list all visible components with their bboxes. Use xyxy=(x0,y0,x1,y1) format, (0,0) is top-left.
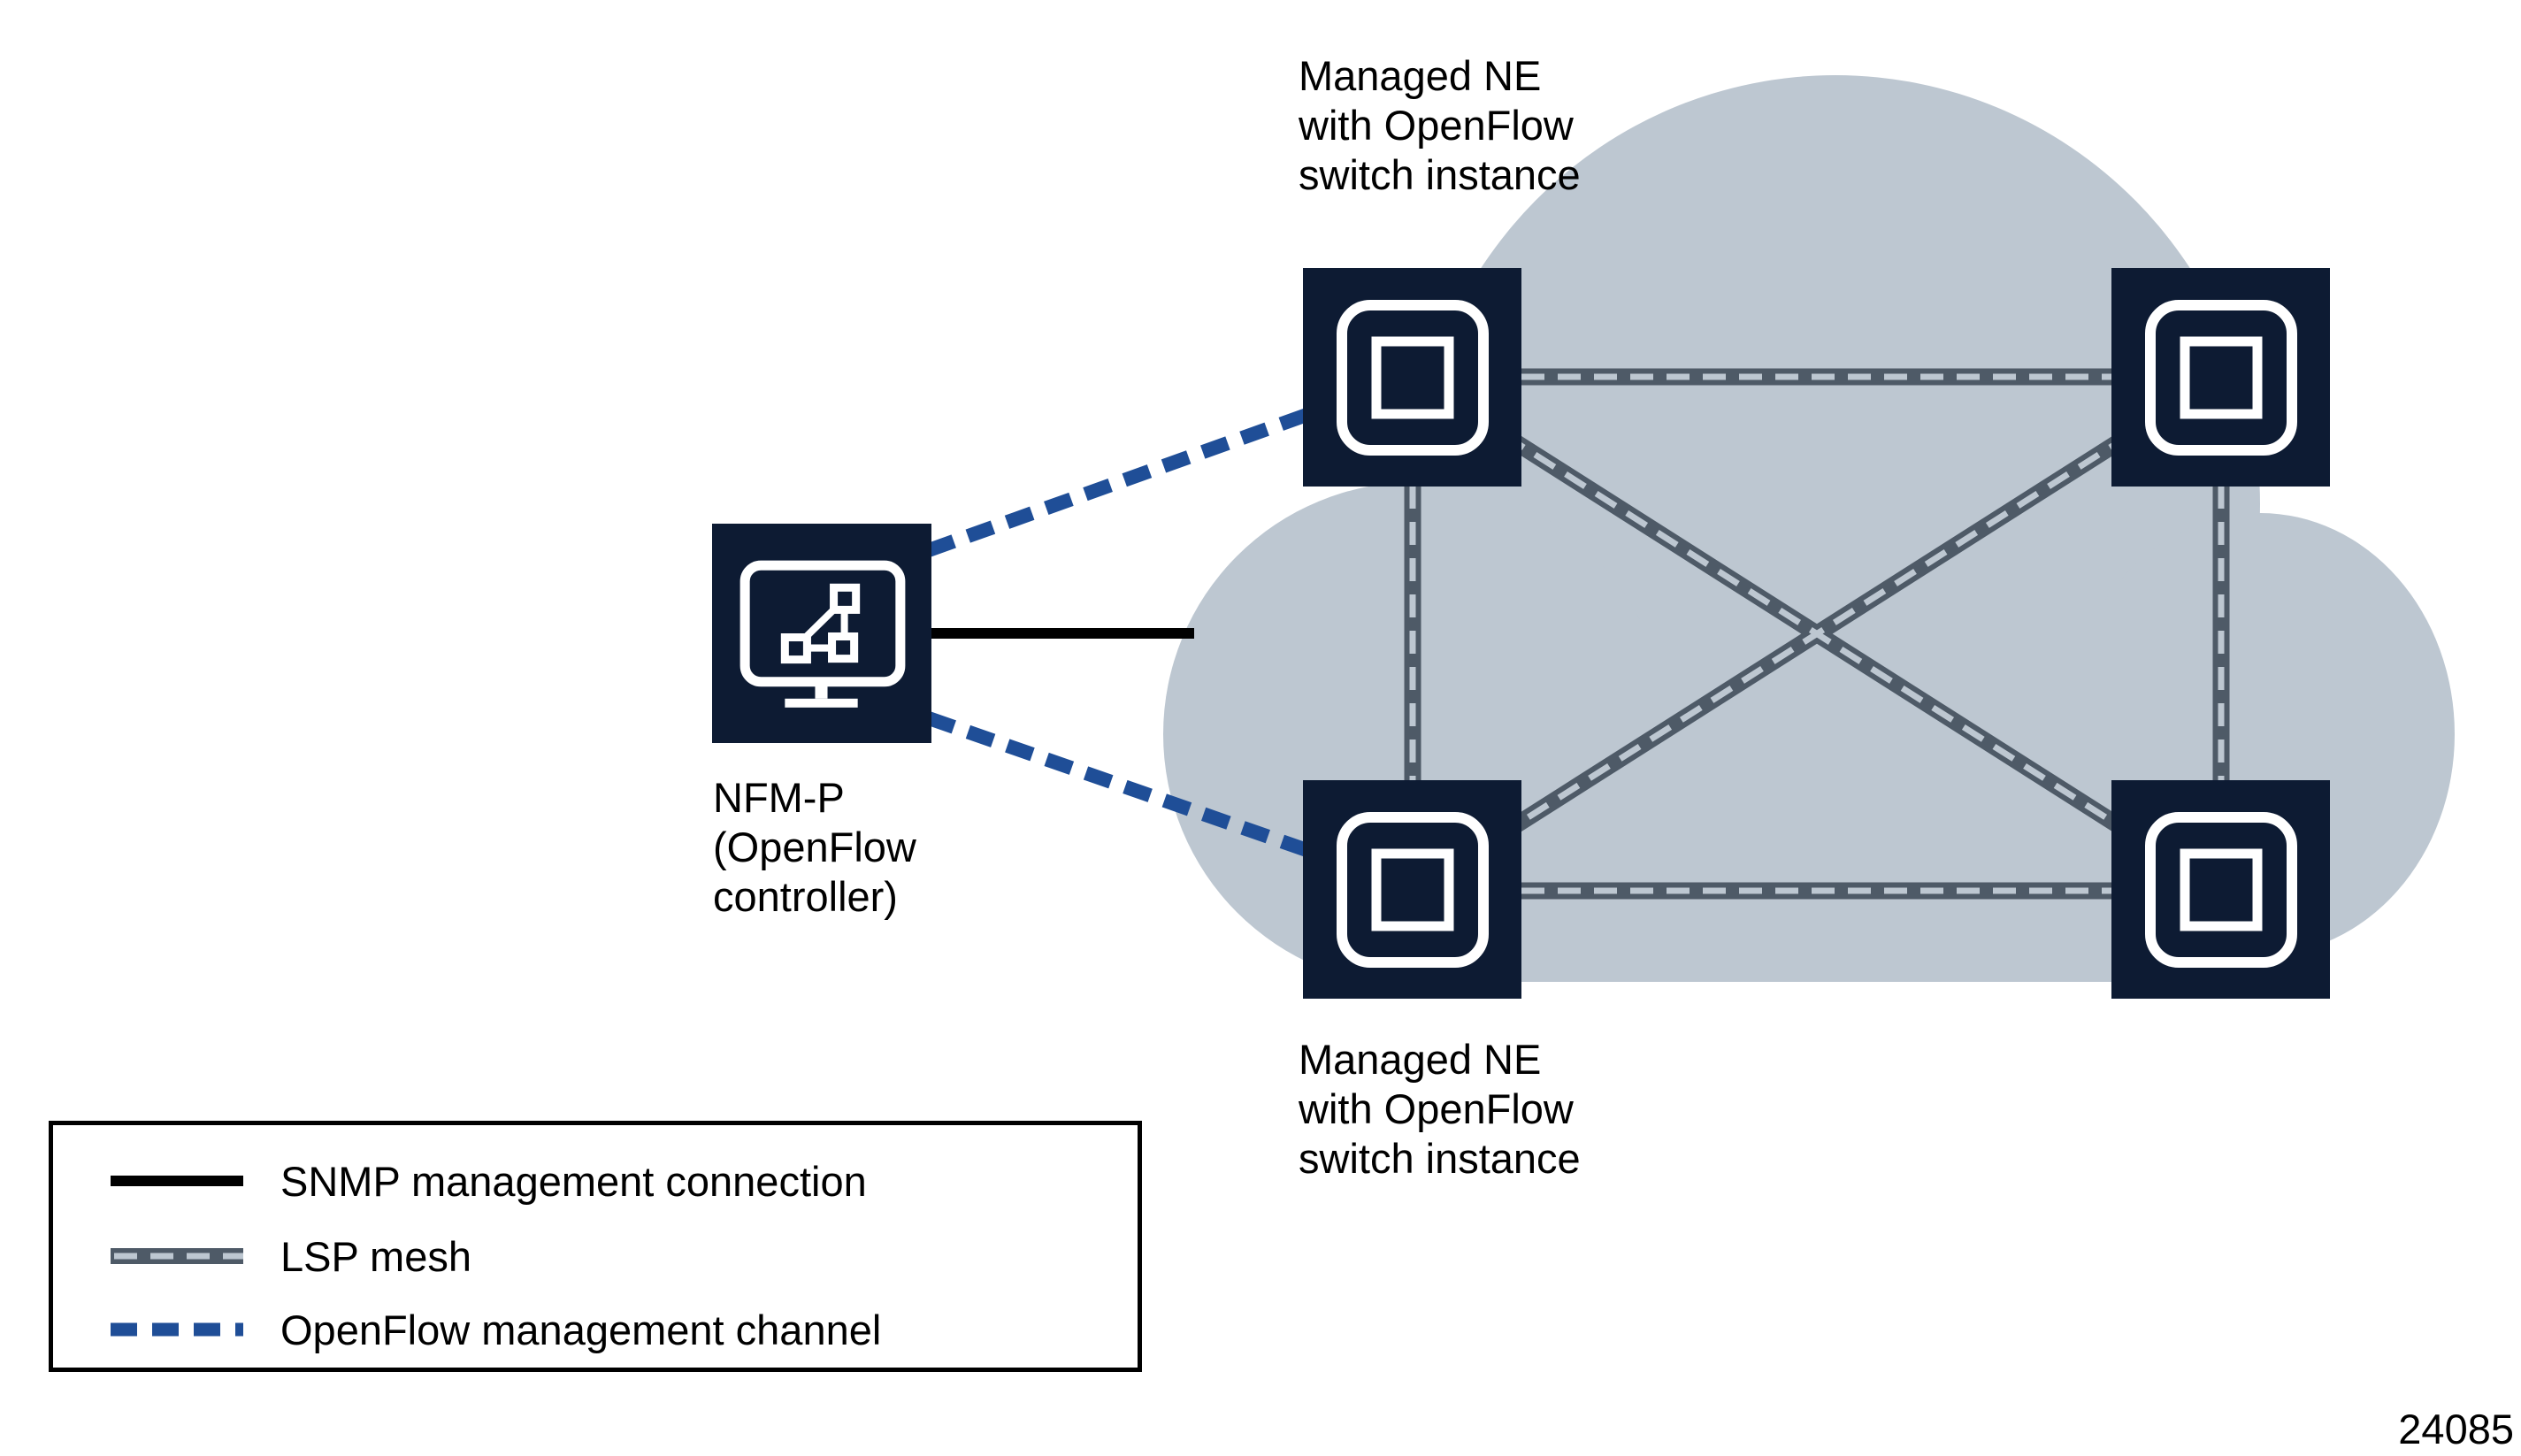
label-line: Managed NE xyxy=(1299,52,1542,99)
managed-ne-node-bottom-left xyxy=(1303,780,1521,999)
legend-label: OpenFlow management channel xyxy=(280,1306,882,1353)
legend-label: SNMP management connection xyxy=(280,1157,867,1205)
legend-item-snmp: SNMP management connection xyxy=(53,1156,867,1206)
managed-ne-node-bottom-right xyxy=(2111,780,2330,999)
dashed-blue-line-sample xyxy=(111,1322,243,1337)
legend-item-lsp-mesh: LSP mesh xyxy=(53,1231,471,1281)
label-line: NFM-P xyxy=(713,774,845,821)
legend-label: LSP mesh xyxy=(280,1232,471,1280)
managed-ne-node-top-left xyxy=(1303,268,1521,487)
label-line: Managed NE xyxy=(1299,1036,1542,1083)
label-line: switch instance xyxy=(1299,1135,1581,1182)
managed-ne-node-top-right xyxy=(2111,268,2330,487)
managed-ne-label-top: Managed NE with OpenFlow switch instance xyxy=(1299,51,1581,200)
nfm-p-controller-node xyxy=(712,524,931,743)
label-line: with OpenFlow xyxy=(1299,1085,1574,1132)
openflow-channel-lines xyxy=(926,407,1312,858)
railroad-line-sample xyxy=(111,1248,243,1264)
openflow-switch-icon xyxy=(2145,300,2297,456)
legend-item-openflow: OpenFlow management channel xyxy=(53,1305,881,1354)
label-line: switch instance xyxy=(1299,151,1581,198)
openflow-switch-icon xyxy=(2145,812,2297,968)
openflow-switch-icon xyxy=(1337,812,1489,968)
monitor-topology-icon xyxy=(739,560,906,708)
managed-ne-label-bottom: Managed NE with OpenFlow switch instance xyxy=(1299,1035,1581,1184)
solid-black-line-sample xyxy=(111,1176,243,1186)
label-line: controller) xyxy=(713,873,898,920)
legend-box: SNMP management connection LSP mesh Open… xyxy=(49,1121,1142,1372)
nfm-p-label: NFM-P (OpenFlow controller) xyxy=(713,773,916,922)
figure-number: 24085 xyxy=(2398,1406,2514,1452)
label-line: (OpenFlow xyxy=(713,824,916,870)
label-line: with OpenFlow xyxy=(1299,102,1574,149)
openflow-switch-icon xyxy=(1337,300,1489,456)
